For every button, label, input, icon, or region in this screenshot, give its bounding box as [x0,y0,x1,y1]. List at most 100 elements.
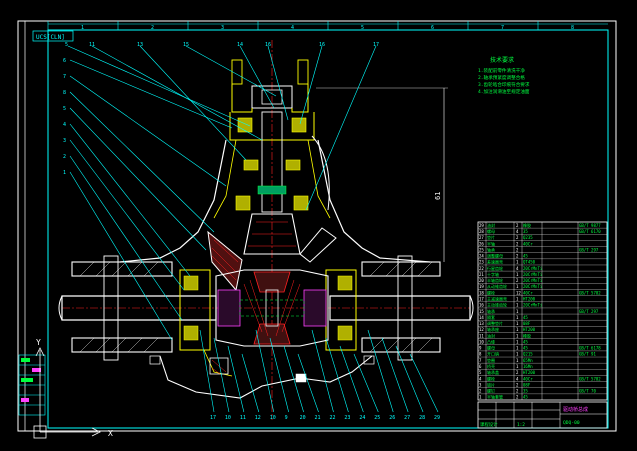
leader-label[interactable]: 20 [300,415,306,421]
leader-label[interactable]: 14 [237,42,243,48]
title-block[interactable]: 驱动桥总成 QDQ-00 课程设计 1:2 [477,401,608,429]
bom-cell-note: GB/T 5782 [579,290,601,295]
bom-cell-name: 半轴 [487,240,495,246]
bom-cell-note: GB/T 91 [579,352,596,357]
leader-label[interactable]: 26 [389,415,395,421]
pinion-shaft [261,111,283,213]
leader-line [299,45,323,125]
leader-label[interactable]: 25 [374,415,380,421]
leader-line [69,107,207,251]
leader-label[interactable]: 2 [63,154,66,160]
leader-label[interactable]: 22 [329,415,335,421]
leader-label[interactable]: 6 [63,58,66,64]
bom-cell-material: 45 [523,315,528,320]
leader-label[interactable]: 29 [434,415,440,421]
leader-label[interactable]: 28 [419,415,425,421]
leader-label[interactable]: 1 [63,170,66,176]
bom-cell-material: 45 [523,254,528,259]
leader-line [227,345,245,413]
leader-label[interactable]: 3 [63,138,66,144]
leader-label[interactable]: 16 [319,42,325,48]
leader-label[interactable]: 27 [404,415,410,421]
leader-label[interactable]: 10 [270,415,276,421]
bom-cell-name: 螺钉 [487,388,495,394]
leader-label[interactable]: 5 [65,42,68,48]
bom-cell-qty: 2 [516,254,519,259]
leader-label[interactable]: 10 [225,415,231,421]
leader-label[interactable]: 9 [285,415,288,421]
bom-cell-no: 17 [479,296,484,301]
leader-label[interactable]: 11 [240,415,246,421]
bom-cell-name: 行星齿轮 [487,265,503,271]
bom-cell-no: 24 [479,254,484,259]
leader-label[interactable]: 15 [183,42,189,48]
leader-label[interactable]: 5 [63,106,66,112]
bom-cell-note: GB/T 6170 [579,229,601,234]
leader-label[interactable]: 23 [344,415,350,421]
technical-notes[interactable]: 技术要求 1.装配前零件清洗干净 2.轴承预紧度调整合格 3.齿轮啮合印痕符合要… [478,56,530,95]
leader-line [69,59,233,129]
leader-line [269,337,289,413]
leader-label[interactable]: 24 [359,415,365,421]
bom-cell-name: 锁片 [487,381,495,387]
leader-line [353,353,379,413]
view-tag-box[interactable] [32,30,74,42]
leader-label[interactable]: 7 [63,74,66,80]
leader-label[interactable]: 8 [63,90,66,96]
leader-label[interactable]: 17 [373,42,379,48]
bom-cell-qty: 2 [516,370,519,375]
housing-right-neck [317,139,431,263]
bom-cell-qty: 1 [516,296,519,301]
bom-cell-qty: 1 [516,260,519,265]
bom-cell-no: 7 [479,358,482,363]
leader-label[interactable]: 11 [89,42,95,48]
bom-cell-material: 20CrMnTi [523,272,543,277]
leader-label[interactable]: 13 [137,42,143,48]
left-tube-flange [103,255,119,361]
housing-lower-belly [159,355,373,399]
bom-cell-material: 45 [523,395,528,400]
leader-label[interactable]: 21 [315,415,321,421]
assembly-drawing[interactable]: 61 [58,40,474,420]
leader-label[interactable]: 17 [210,415,216,421]
diff-bearing-left-bottom [183,325,199,341]
leader-label[interactable]: 12 [255,415,261,421]
ring-gear-right [299,227,337,263]
leader-label[interactable]: 4 [63,122,66,128]
bom-cell-no: 4 [479,376,482,381]
bom-cell-no: 23 [479,260,484,265]
leader-label[interactable]: 16 [265,42,271,48]
bom-cell-name: 差速器壳 [487,259,503,265]
